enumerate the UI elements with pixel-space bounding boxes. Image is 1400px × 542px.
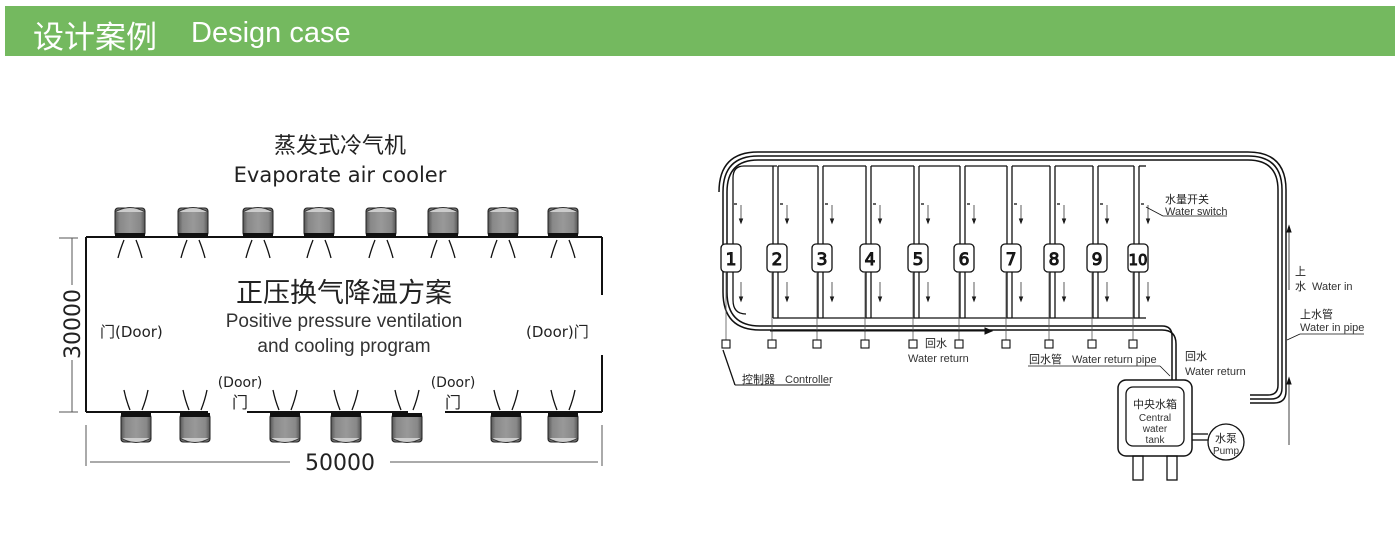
zone-columns: 1 2 3 4 5 6 7 8 9 10 <box>720 165 1151 349</box>
cooler-unit <box>303 207 335 259</box>
cooler-unit <box>547 207 579 259</box>
zone-9: 9 <box>1086 165 1134 349</box>
zone-8: 8 <box>1043 165 1093 349</box>
door-bottom-2-cn: 门 <box>445 393 461 412</box>
sensor-icon <box>954 339 964 349</box>
zone-5: 5 <box>907 165 960 349</box>
dimension-width: 50000 <box>305 451 375 476</box>
zone-4: 4 <box>859 165 914 349</box>
return-pipe-cn: 回水管 <box>1029 352 1062 366</box>
cooler-unit <box>179 389 211 443</box>
cooler-unit <box>177 207 209 259</box>
zone-6: 6 <box>953 165 1007 349</box>
central-water-tank <box>1117 379 1193 457</box>
cooler-unit <box>330 389 362 443</box>
cooler-unit <box>365 207 397 259</box>
cooler-unit <box>391 389 423 443</box>
plan-title-en-1: Positive pressure ventilation <box>226 311 463 332</box>
controller-en: Controller <box>785 374 833 386</box>
top-cooler-units <box>114 207 579 259</box>
pump-cn: 水泵 <box>1215 432 1237 445</box>
tank-cn: 中央水箱 <box>1133 397 1177 411</box>
cooler-unit <box>269 389 301 443</box>
return-pipe-en: Water return pipe <box>1072 354 1157 366</box>
tank-en-1: Central <box>1139 413 1171 424</box>
right-diagram-labels: 水量开关 Water switch 上 水 Water in 上水管 Water… <box>742 192 1364 457</box>
zone-7: 7 <box>1000 165 1050 349</box>
water-return-2-cn: 回水 <box>1185 350 1207 363</box>
water-in-cn-2: 水 <box>1295 280 1306 293</box>
water-in-cn-1: 上 <box>1295 265 1306 278</box>
header-title-cn: 设计案例 <box>33 20 157 56</box>
zone-label: 3 <box>817 250 828 270</box>
cooler-unit <box>547 389 579 443</box>
sensor-icon <box>1001 339 1011 349</box>
tank-en-3: tank <box>1146 435 1166 446</box>
plan-title-en-2: and cooling program <box>257 336 430 357</box>
cooler-unit <box>487 207 519 259</box>
door-bottom-2-en: (Door) <box>431 375 476 391</box>
cooler-unit <box>427 207 459 259</box>
water-switch-en: Water switch <box>1165 206 1228 218</box>
cooler-unit <box>120 389 152 443</box>
cooler-unit <box>490 389 522 443</box>
header-title-en: Design case <box>191 17 351 49</box>
zone-label: 4 <box>865 250 876 270</box>
zone-label: 1 <box>726 250 737 270</box>
zone-label: 6 <box>959 250 970 270</box>
right-diagram: 1 2 3 4 5 6 7 8 9 10 <box>718 151 1364 481</box>
zone-label: 8 <box>1049 250 1060 270</box>
water-return-en: Water return <box>908 353 969 365</box>
door-right-label: (Door)门 <box>526 323 589 341</box>
water-in-pipe-en: Water in pipe <box>1300 322 1364 334</box>
zone-label: 7 <box>1006 250 1017 270</box>
pump-en: Pump <box>1213 446 1240 457</box>
sensor-icon <box>812 339 822 349</box>
zone-label: 10 <box>1128 251 1147 269</box>
sensor-icon <box>1087 339 1097 349</box>
door-bottom-1-en: (Door) <box>218 375 263 391</box>
water-in-pipe-cn: 上水管 <box>1300 307 1333 321</box>
controller-cn: 控制器 <box>742 372 775 386</box>
cooler-title-cn: 蒸发式冷气机 <box>274 134 406 159</box>
zone-label: 2 <box>772 250 783 270</box>
water-in-en: Water in <box>1312 281 1353 293</box>
zone-label: 9 <box>1092 250 1103 270</box>
door-left-label: 门(Door) <box>100 323 163 341</box>
cooler-unit <box>242 207 274 259</box>
pump <box>1207 423 1245 461</box>
cooler-title-en: Evaporate air cooler <box>234 163 447 187</box>
zone-label: 5 <box>913 250 924 270</box>
sensor-icon <box>908 339 918 349</box>
water-return-cn: 回水 <box>925 337 947 350</box>
left-diagram: 蒸发式冷气机 Evaporate air cooler 正压换气降温方案 Pos… <box>59 134 603 476</box>
sensor-icon <box>767 339 777 349</box>
sensor-icon <box>721 339 731 349</box>
zone-3: 3 <box>811 165 866 349</box>
sensor-icon <box>860 339 870 349</box>
zone-1: 1 <box>720 203 744 349</box>
header-banner: 设计案例 Design case <box>5 6 1395 56</box>
water-switch-cn: 水量开关 <box>1165 192 1209 206</box>
door-bottom-1-cn: 门 <box>232 393 248 412</box>
dimension-height: 30000 <box>61 289 86 359</box>
sensor-icon <box>1044 339 1054 349</box>
tank-en-2: water <box>1142 424 1168 435</box>
cooler-unit <box>114 207 146 259</box>
dimension-lines <box>59 237 603 466</box>
sensor-icon <box>1128 339 1138 349</box>
bottom-cooler-units <box>120 389 579 443</box>
plan-title-cn: 正压换气降温方案 <box>236 278 452 309</box>
zone-2: 2 <box>766 165 818 349</box>
zone-10: 10 <box>1127 165 1151 349</box>
water-return-2-en: Water return <box>1185 366 1246 378</box>
